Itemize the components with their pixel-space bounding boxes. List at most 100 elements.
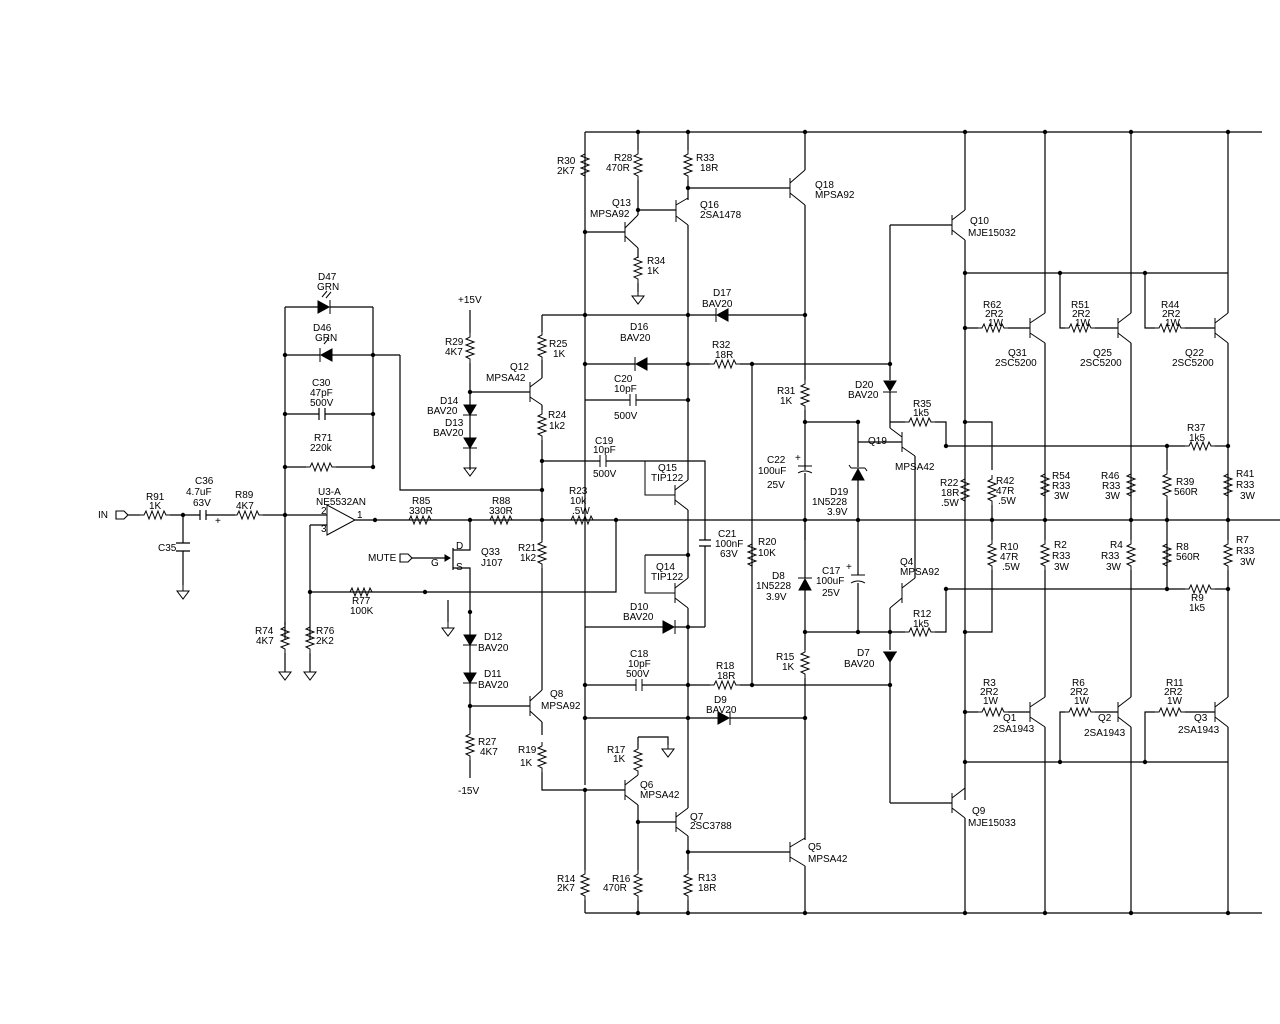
r76-name: R76 <box>316 626 335 637</box>
r20-name: R20 <box>758 537 777 548</box>
d7-part: BAV20 <box>844 659 875 670</box>
q19-part: MPSA42 <box>895 462 935 473</box>
c20-voltage: 500V <box>614 411 638 422</box>
capacitor-c35 <box>176 512 190 600</box>
r41-value: R33 <box>1236 480 1255 491</box>
r2-value: R33 <box>1052 551 1071 562</box>
mute-connector[interactable] <box>399 553 450 563</box>
input-label: IN <box>98 510 108 521</box>
r16-value: 470R <box>603 883 627 894</box>
r74-name: R74 <box>255 626 274 637</box>
capacitor-c20 <box>585 394 691 406</box>
resistor-r31 <box>800 379 858 470</box>
r12-value: 1k5 <box>913 619 930 630</box>
d13-part: BAV20 <box>433 428 464 439</box>
r8-value: 560R <box>1176 552 1200 563</box>
q31-name: Q31 <box>1008 348 1027 359</box>
r4-power: 3W <box>1106 562 1122 573</box>
q7-part: 2SC3788 <box>690 821 732 832</box>
r15-value: 1K <box>782 662 795 673</box>
resistor-r44 <box>1142 270 1215 333</box>
transistor-q19 <box>858 427 916 520</box>
diode-d7 <box>883 651 897 803</box>
q9-name: Q9 <box>972 806 986 817</box>
r46-power: 3W <box>1105 491 1121 502</box>
r44-value: 2R2 <box>1162 309 1181 320</box>
r11-name: R11 <box>1166 678 1184 689</box>
r22-power: .5W <box>941 498 959 509</box>
input-connector[interactable] <box>115 510 140 520</box>
r31-name: R31 <box>777 386 796 397</box>
capacitor-c17 <box>805 520 890 635</box>
r91-name: R91 <box>146 492 165 503</box>
r32-value: 18R <box>715 350 733 361</box>
d9-name: D9 <box>714 695 727 706</box>
capacitor-c30 <box>282 408 376 420</box>
resistor-r74 <box>278 622 292 681</box>
r85-name: R85 <box>412 496 431 507</box>
capacitor-c21 <box>699 539 711 627</box>
r8-name: R8 <box>1176 542 1189 553</box>
transistor-q15 <box>644 400 689 520</box>
opamp-name: U3-A <box>318 487 341 498</box>
r54-name: R54 <box>1052 471 1071 482</box>
d16-part: BAV20 <box>620 333 651 344</box>
r20-value: 10K <box>758 548 776 559</box>
q7-name: Q7 <box>690 812 704 823</box>
d10-name: D10 <box>630 602 649 613</box>
diode-d14 <box>463 404 477 416</box>
resistor-r3 <box>962 707 1030 717</box>
q16-name: Q16 <box>700 200 719 211</box>
resistor-r37 <box>1184 441 1228 451</box>
c20-name: C20 <box>614 374 633 385</box>
c20-value: 10pF <box>614 384 637 395</box>
r17-value: 1K <box>613 754 626 765</box>
capacitor-c19 <box>542 455 706 540</box>
resistor-r71 <box>282 462 376 472</box>
q15-part: TIP122 <box>651 473 684 484</box>
r89-value: 4K7 <box>236 501 254 512</box>
c21-name: C21 <box>718 529 737 540</box>
capacitor-c18 <box>582 679 710 691</box>
r2-name: R2 <box>1054 540 1067 551</box>
resistor-r4 <box>1126 470 1136 690</box>
zener-d19 <box>848 419 868 523</box>
r91-value: 1K <box>149 501 162 512</box>
led-d47 <box>285 290 373 314</box>
resistor-r91 <box>139 510 200 520</box>
resistor-r42 <box>987 474 997 520</box>
r32-name: R32 <box>712 340 731 351</box>
r39-name: R39 <box>1176 477 1195 488</box>
resistor-r25 <box>537 314 585 378</box>
d8-part: 1N5228 <box>756 581 791 592</box>
transistor-q4 <box>889 520 1185 609</box>
r29-name: R29 <box>445 337 464 348</box>
ground-mute <box>441 600 455 637</box>
r54-power: 3W <box>1054 491 1070 502</box>
transistor-q12 <box>529 377 543 410</box>
r41-name: R41 <box>1236 469 1255 480</box>
q8-part: MPSA92 <box>541 701 581 712</box>
resistor-r8 <box>1162 539 1172 592</box>
c19-value: 10pF <box>593 445 616 456</box>
r62-name: R62 <box>983 300 1002 311</box>
r46-value: R33 <box>1102 481 1121 492</box>
r74-value: 4K7 <box>256 636 274 647</box>
resistor-r6 <box>1057 707 1118 765</box>
resistor-r34 <box>631 252 645 305</box>
r42-power: .5W <box>998 496 1016 507</box>
resistor-r35 <box>890 417 1185 449</box>
r39-value: 560R <box>1174 487 1198 498</box>
d12-part: BAV20 <box>478 643 509 654</box>
r33-value: 18R <box>700 163 718 174</box>
resistor-r2 <box>1040 470 1050 690</box>
q1-name: Q1 <box>1003 713 1017 724</box>
r30-name: R30 <box>557 156 576 167</box>
r37-value: 1k5 <box>1189 433 1206 444</box>
c36-voltage: 63V <box>193 498 211 509</box>
r24-name: R24 <box>548 410 567 421</box>
r71-name: R71 <box>314 433 333 444</box>
r19-name: R19 <box>518 745 537 756</box>
r21-name: R21 <box>518 543 537 554</box>
r15-name: R15 <box>776 652 795 663</box>
